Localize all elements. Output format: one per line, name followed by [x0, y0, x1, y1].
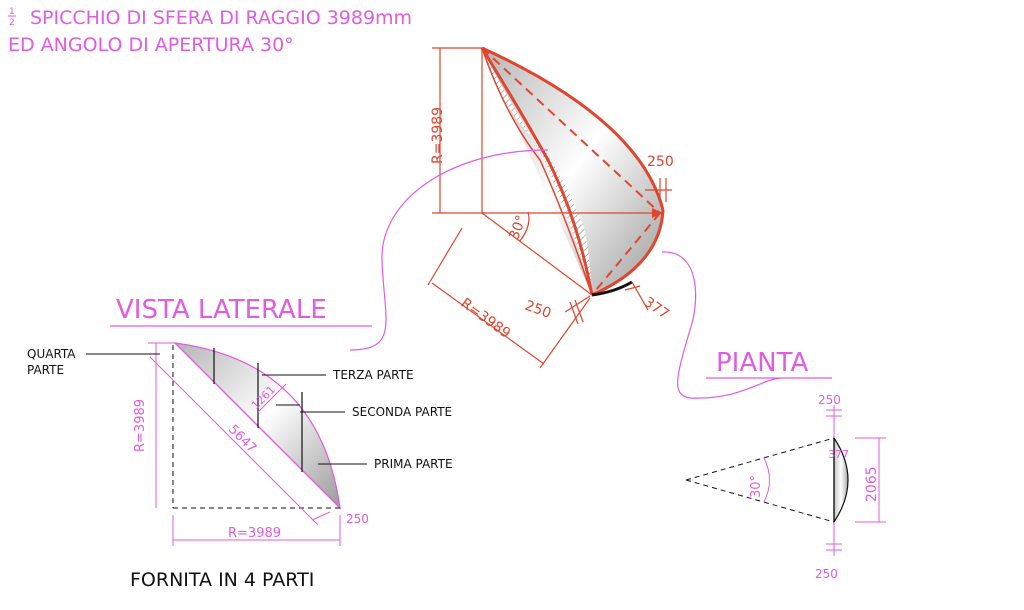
axo-chord: 377	[641, 294, 672, 322]
plan-chord: 377	[828, 448, 849, 461]
footer-note: FORNITA IN 4 PARTI	[130, 569, 314, 591]
plan-width: 2065	[864, 466, 880, 502]
plan-thickness-bottom: 250	[815, 567, 838, 581]
axo-angle-label: 30°	[506, 213, 530, 242]
axo-radius-diagonal: R=3989	[458, 295, 514, 342]
plan-thickness-top: 250	[818, 393, 841, 407]
plan-view: PIANTA 30° 377 2065 250 250	[685, 348, 886, 581]
title-line-1: SPICCHIO DI SFERA DI RAGGIO 3989mm	[30, 7, 412, 29]
title-fraction-num: 1	[9, 7, 15, 17]
axonometric-view: 30° R=3989 R=3989 250 250 377	[427, 46, 674, 369]
callout-lateral	[349, 149, 549, 351]
lateral-chord-length: 5647	[225, 422, 259, 456]
title-fraction-den: 2	[9, 18, 15, 28]
lateral-radius-horizontal: R=3989	[228, 526, 281, 541]
plan-angle-label: 30°	[749, 475, 764, 498]
part-label-4-line1: QUARTA	[27, 347, 76, 361]
lateral-heading: VISTA LATERALE	[116, 295, 327, 325]
title-block: 1 2 SPICCHIO DI SFERA DI RAGGIO 3989mm E…	[8, 7, 412, 56]
axo-thickness-top: 250	[647, 154, 674, 170]
part-label-4-line2: PARTE	[27, 363, 64, 377]
part-label-1: PRIMA PARTE	[374, 457, 453, 471]
lateral-view: VISTA LATERALE R=3989 R=3989 5647 1261 2…	[27, 295, 453, 546]
callout-plan	[661, 251, 781, 399]
plan-heading: PIANTA	[716, 348, 808, 378]
lateral-radius-vertical: R=3989	[133, 399, 148, 452]
part-label-2: SECONDA PARTE	[352, 405, 452, 419]
part-label-3: TERZA PARTE	[332, 368, 414, 382]
title-line-2: ED ANGOLO DI APERTURA 30°	[8, 34, 294, 56]
axo-radius-vertical: R=3989	[430, 107, 446, 164]
lateral-thickness: 250	[346, 512, 369, 526]
axo-thickness-bottom: 250	[523, 298, 554, 322]
